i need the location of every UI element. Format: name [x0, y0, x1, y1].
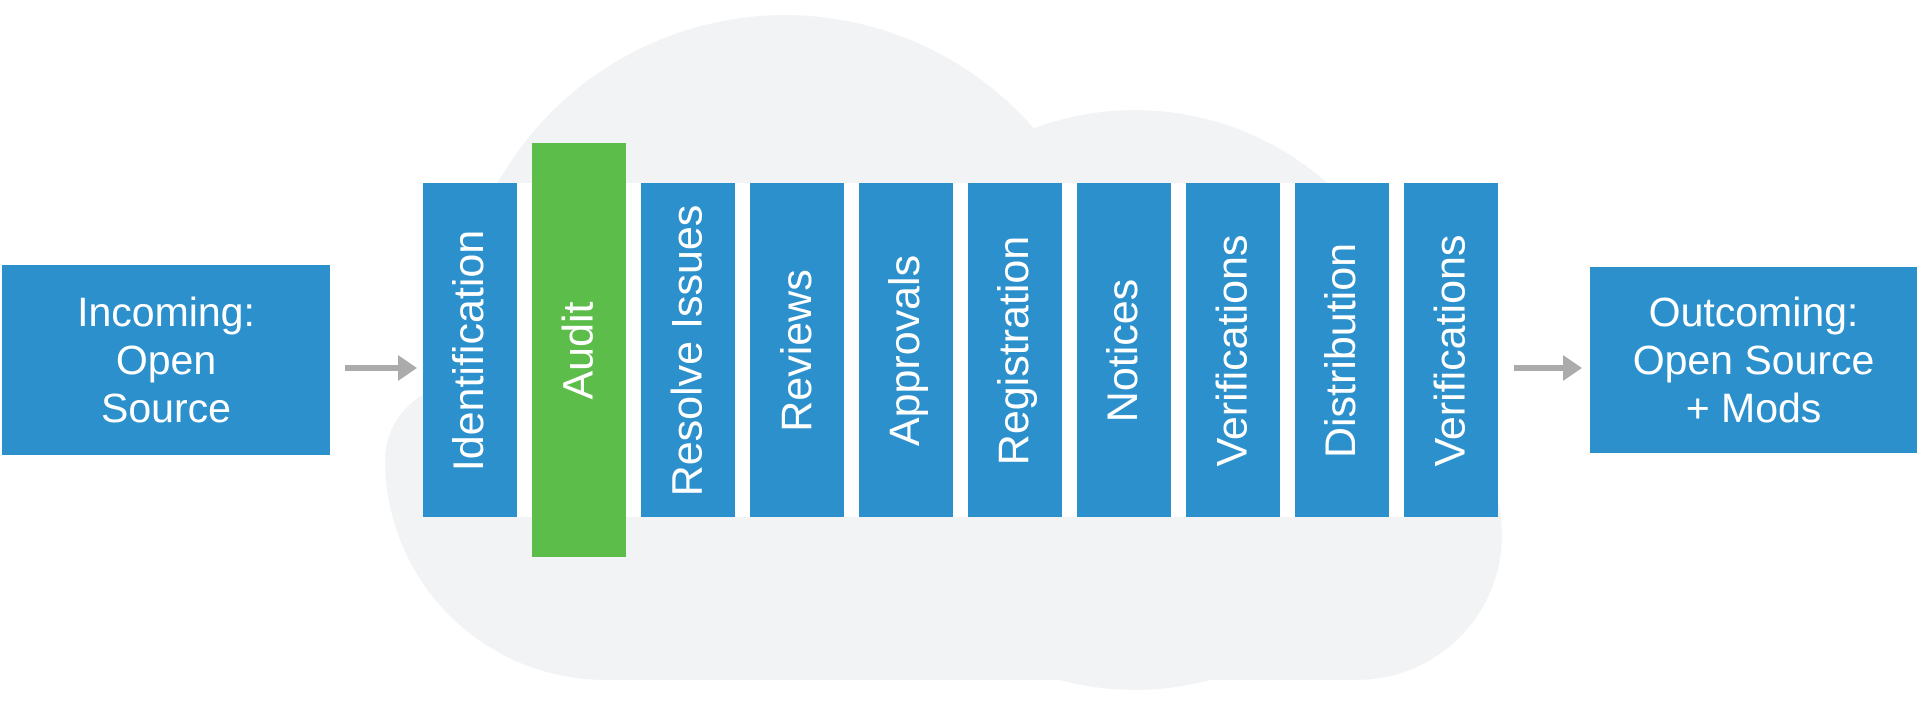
stage-bar-verifications-1: Verifications	[1171, 183, 1280, 517]
stage-bar-verifications-2: Verifications	[1389, 183, 1498, 517]
stage-bar-resolve-issues: Resolve Issues	[626, 183, 735, 517]
incoming-box: Incoming: Open Source	[2, 265, 330, 455]
stage-label: Identification	[445, 229, 494, 471]
stage-bar-reviews: Reviews	[735, 183, 844, 517]
stage-bar-identification: Identification	[423, 183, 517, 517]
stage-label: Verifications	[1426, 234, 1475, 466]
outgoing-box: Outcoming: Open Source + Mods	[1590, 267, 1917, 453]
stage-bar-approvals: Approvals	[844, 183, 953, 517]
outgoing-box-line: Outcoming:	[1648, 289, 1859, 335]
outgoing-box-line: Open Source	[1632, 337, 1875, 383]
stage-label: Verifications	[1208, 234, 1257, 466]
incoming-box-line: Incoming:	[77, 289, 255, 335]
stage-label: Reviews	[772, 268, 821, 432]
stage-bar-distribution: Distribution	[1280, 183, 1389, 517]
flow-arrow-right-icon	[1514, 355, 1582, 381]
stage-bar-audit: Audit	[517, 143, 626, 557]
stage-bar-notices: Notices	[1062, 183, 1171, 517]
stage-label: Notices	[1099, 278, 1148, 422]
stage-label: Registration	[990, 235, 1039, 465]
incoming-box-line: Open	[115, 337, 217, 383]
incoming-box-line: Source	[101, 385, 231, 431]
stage-label: Approvals	[881, 254, 930, 446]
stage-bar-registration: Registration	[953, 183, 1062, 517]
stage-label: Distribution	[1317, 242, 1366, 458]
stage-label: Resolve Issues	[663, 204, 712, 496]
outgoing-box-line: + Mods	[1685, 385, 1822, 431]
flow-arrow-left-icon	[345, 355, 417, 381]
stage-label: Audit	[554, 300, 603, 400]
